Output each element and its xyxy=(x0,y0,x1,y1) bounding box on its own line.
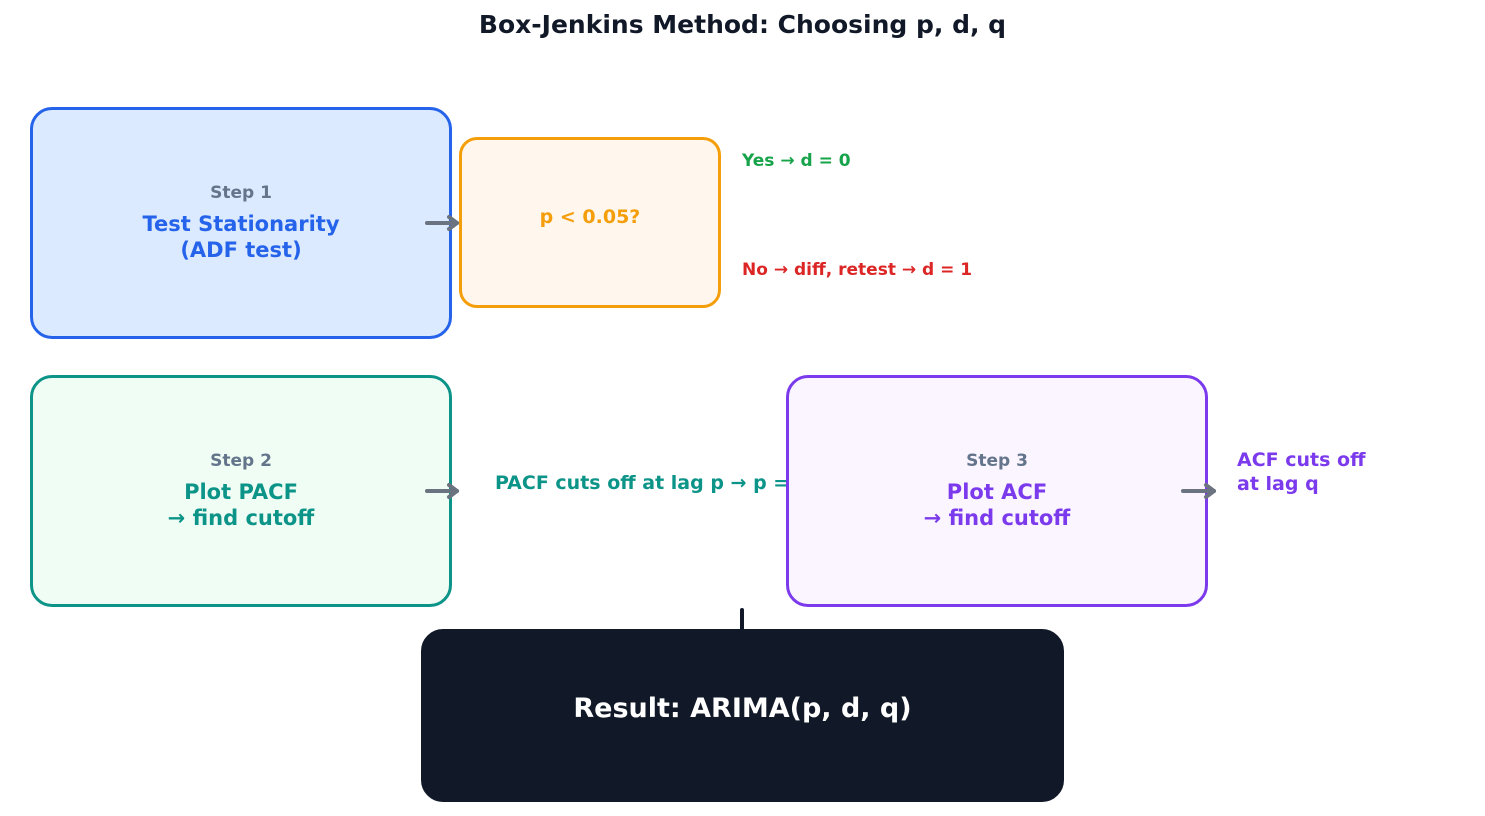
yes-outcome-label: Yes → d = 0 xyxy=(742,151,851,171)
step2-label: Step 2 xyxy=(210,451,272,471)
result-text: Result: ARIMA(p, d, q) xyxy=(573,693,912,724)
step3-label: Step 3 xyxy=(966,451,1028,471)
acf-cutoff-note: ACF cuts off at lag q xyxy=(1237,449,1366,495)
no-outcome-label: No → diff, retest → d = 1 xyxy=(742,260,973,280)
result-box: Result: ARIMA(p, d, q) xyxy=(421,629,1064,802)
step3-box: Step 3 Plot ACF → find cutoff xyxy=(786,375,1208,607)
step2-box: Step 2 Plot PACF → find cutoff xyxy=(30,375,452,607)
diagram-title: Box-Jenkins Method: Choosing p, d, q xyxy=(478,10,1007,39)
decision-box: p < 0.05? xyxy=(459,137,721,308)
step1-text: Test Stationarity (ADF test) xyxy=(142,212,340,262)
decision-text: p < 0.05? xyxy=(539,205,641,228)
step1-box: Step 1 Test Stationarity (ADF test) xyxy=(30,107,452,339)
step2-text: Plot PACF → find cutoff xyxy=(167,480,315,530)
step3-text: Plot ACF → find cutoff xyxy=(923,480,1071,530)
step1-label: Step 1 xyxy=(210,183,272,203)
